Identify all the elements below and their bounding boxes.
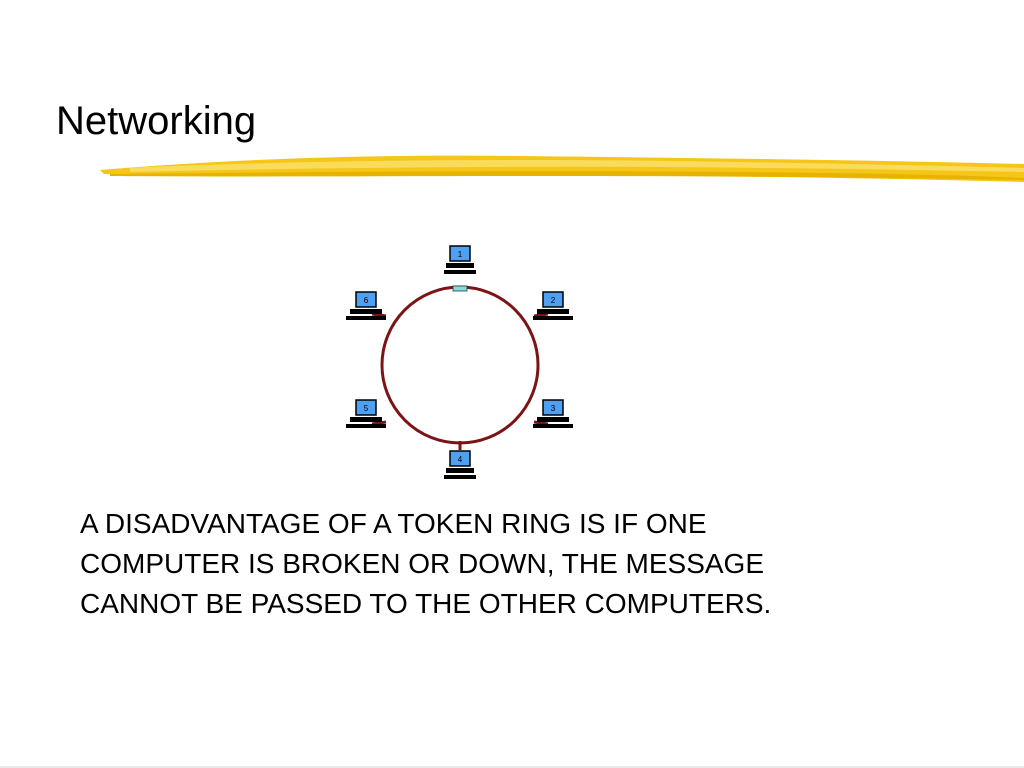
computer-icon: 2 [533, 291, 573, 320]
token-ring-diagram: 1 2 3 4 5 [346, 245, 573, 479]
computer-node-2: 2 [533, 291, 573, 320]
node-label: 3 [551, 404, 556, 413]
body-line-2: COMPUTER IS BROKEN OR DOWN, THE MESSAGE [80, 548, 765, 579]
connector-6 [371, 312, 387, 318]
computer-node-5: 5 [346, 399, 386, 428]
bottom-divider [0, 766, 1024, 768]
computer-node-1: 1 [444, 245, 476, 274]
connector-5 [371, 420, 387, 426]
token-ring [380, 285, 540, 445]
body-line-1: A DISADVANTAGE OF A TOKEN RING IS IF ONE [80, 508, 707, 539]
computer-node-4: 4 [444, 450, 476, 479]
title-underline-brushstroke [100, 155, 1024, 182]
node-label: 1 [458, 250, 463, 259]
computer-icon: 5 [346, 399, 386, 428]
node-label: 5 [364, 404, 369, 413]
computer-icon: 6 [346, 291, 386, 320]
node-label: 4 [458, 455, 463, 464]
body-line-3: CANNOT BE PASSED TO THE OTHER COMPUTERS. [80, 588, 772, 619]
slide-title: Networking [56, 99, 257, 143]
node-label: 6 [364, 296, 369, 305]
connector-3 [533, 420, 549, 426]
slide-body-text: A DISADVANTAGE OF A TOKEN RING IS IF ONE… [80, 504, 980, 624]
computer-icon: 4 [444, 450, 476, 479]
node-label: 2 [551, 296, 556, 305]
token-marker [452, 285, 468, 292]
computer-node-6: 6 [346, 291, 386, 320]
computer-node-3: 3 [533, 399, 573, 428]
computer-icon: 1 [444, 245, 476, 274]
connector-2 [533, 312, 549, 318]
computer-icon: 3 [533, 399, 573, 428]
